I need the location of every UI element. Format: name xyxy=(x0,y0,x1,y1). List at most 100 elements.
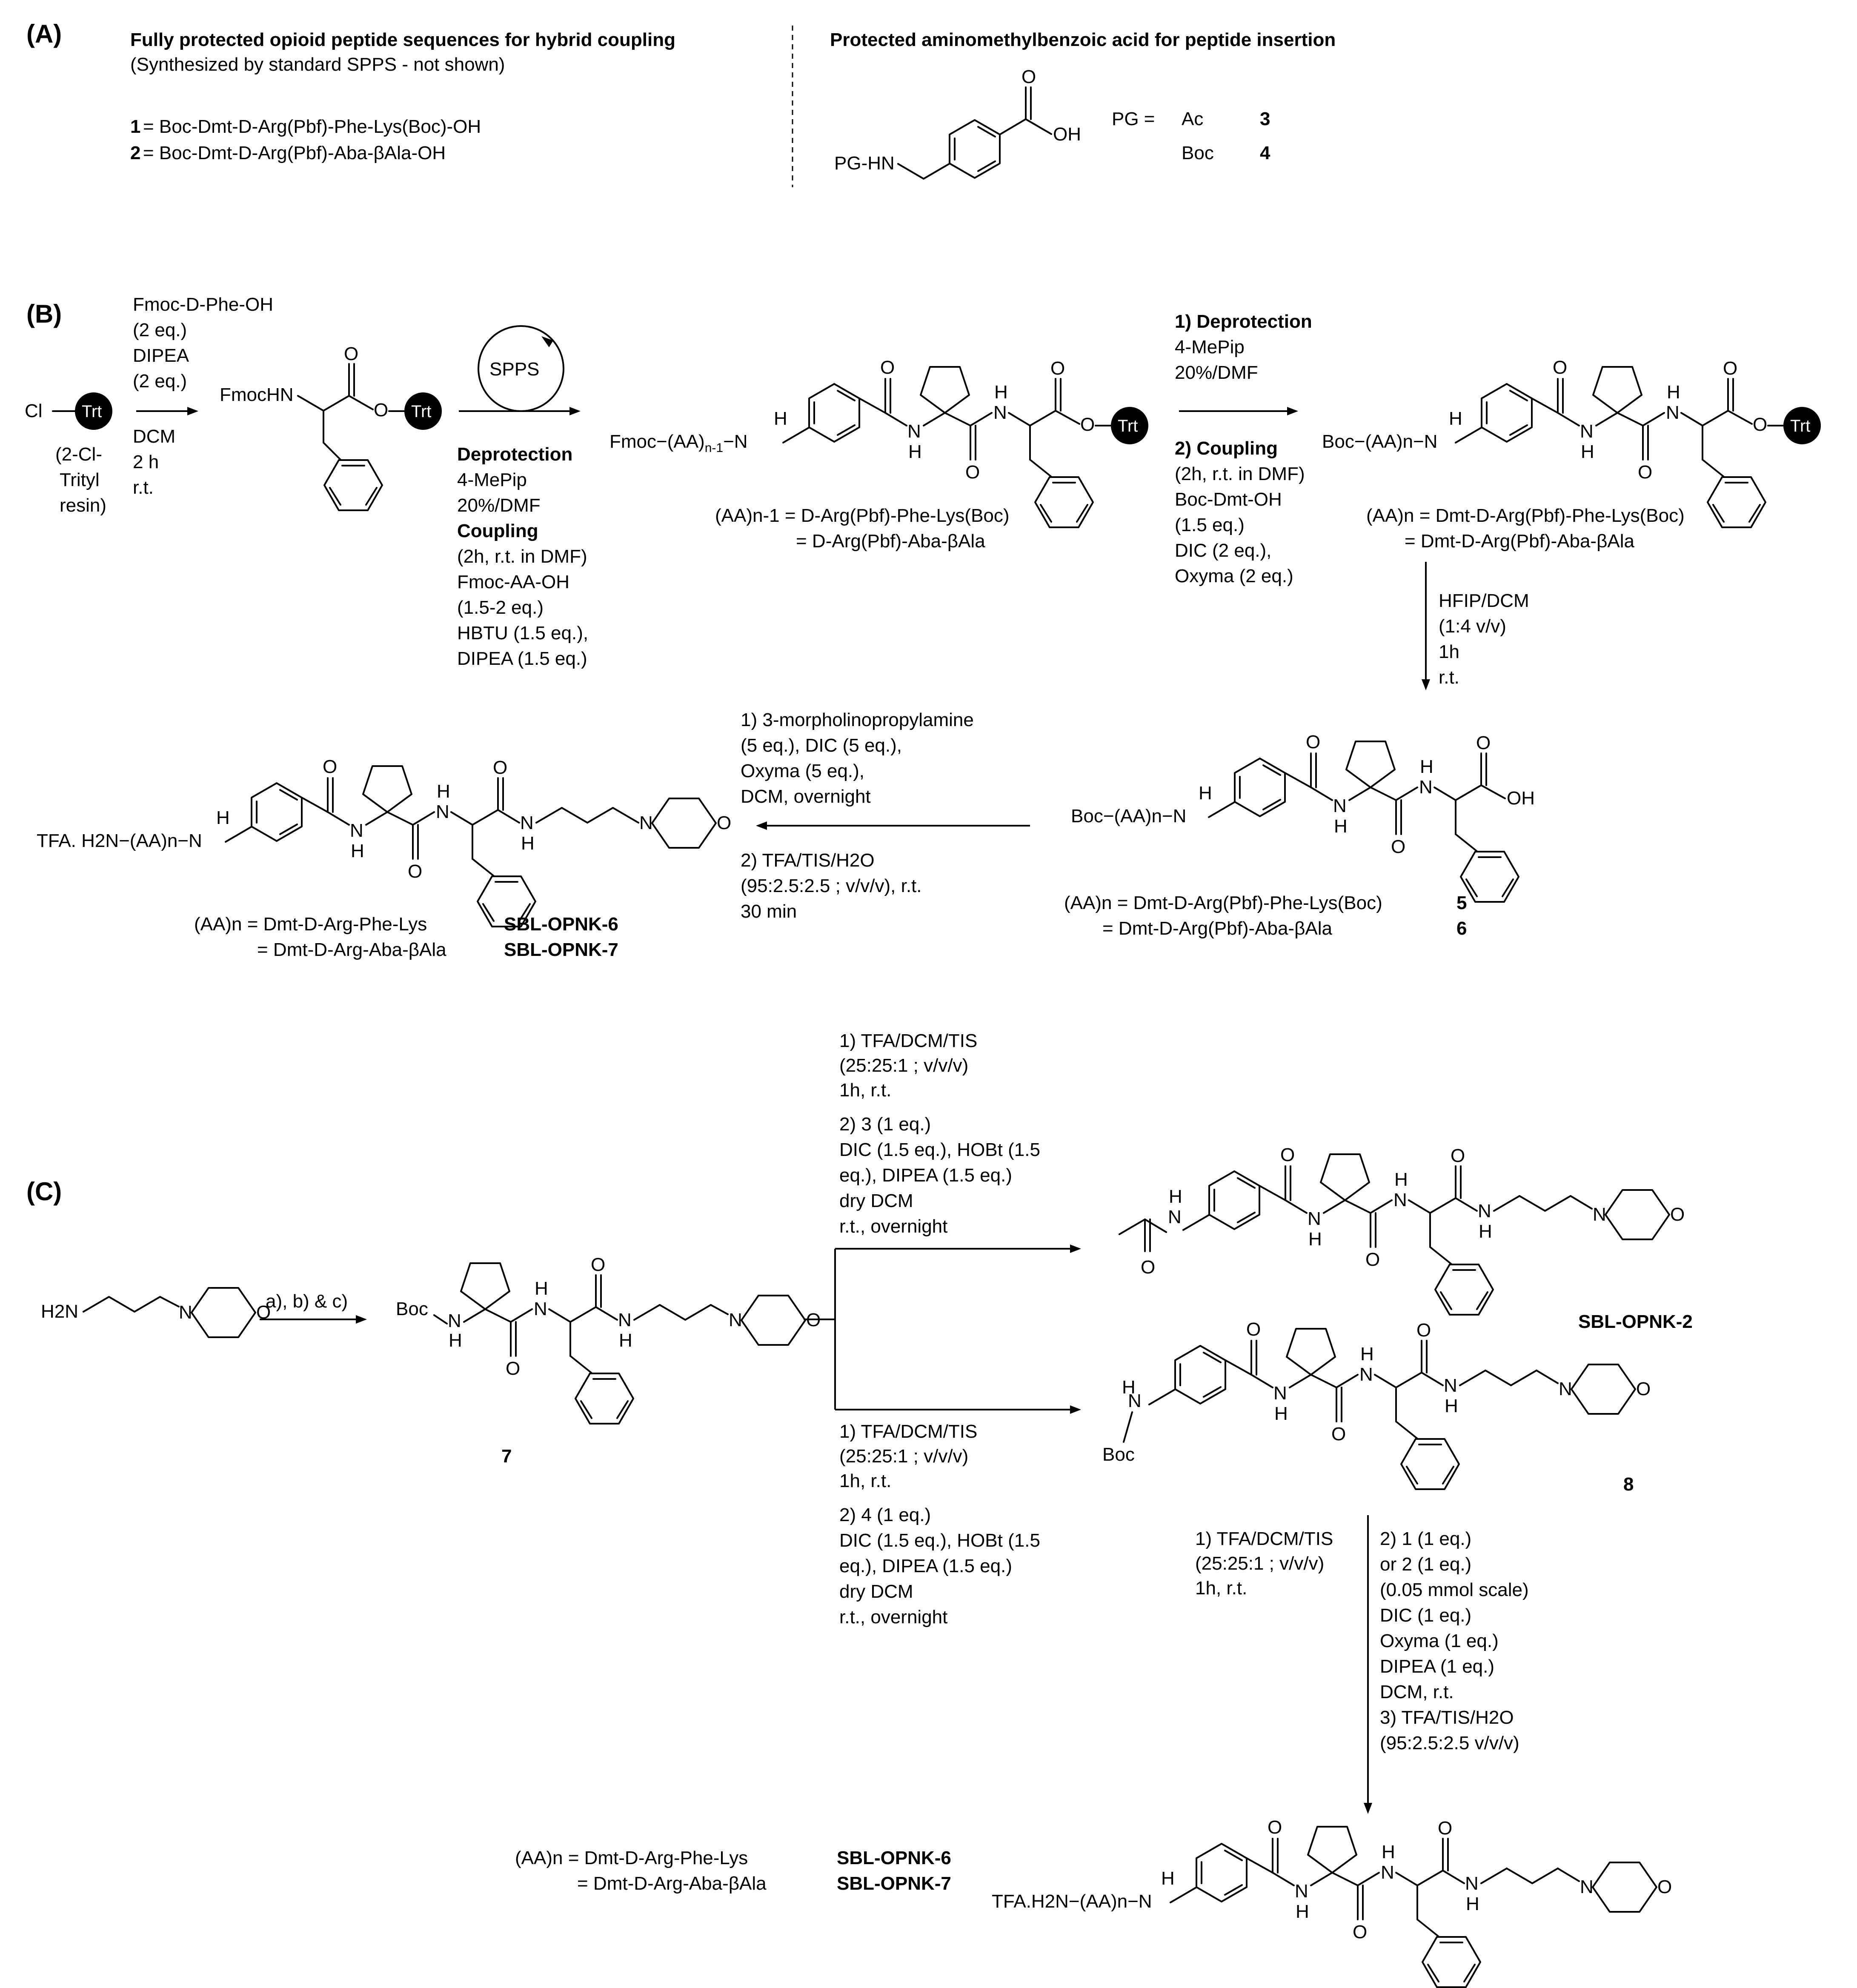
step3-coupling-3: (1.5 eq.) xyxy=(1175,515,1245,535)
final-down-arrow xyxy=(1364,1515,1372,1814)
pg-equals: PG = xyxy=(1112,109,1155,129)
svg-text:N: N xyxy=(639,812,653,833)
seq2-number: 2 xyxy=(130,143,140,163)
panel-a-label: (A) xyxy=(26,20,62,48)
seq1-text: = Boc-Dmt-D-Arg(Pbf)-Phe-Lys(Boc)-OH xyxy=(143,116,481,137)
upper-cond-2: (25:25:1 ; v/v/v) xyxy=(839,1055,968,1076)
cmpd8-boc: Boc xyxy=(1102,1444,1135,1465)
fmochn-label: FmocHN xyxy=(220,384,294,405)
resin-cl-label: Cl xyxy=(25,400,43,421)
down-right-4: DIC (1 eq.) xyxy=(1380,1605,1471,1626)
svg-text:O: O xyxy=(591,1254,605,1275)
svg-text:N: N xyxy=(729,1310,742,1330)
step5-cond-3: Oxyma (5 eq.), xyxy=(741,761,864,781)
svg-text:N: N xyxy=(520,812,534,833)
svg-text:Trt: Trt xyxy=(411,402,431,421)
upper-cond-8: r.t., overnight xyxy=(839,1216,947,1237)
svg-text:O: O xyxy=(1753,414,1767,435)
resin-name-3: resin) xyxy=(60,495,106,516)
down-right-7: DCM, r.t. xyxy=(1380,1682,1454,1702)
upper-cond-3: 1h, r.t. xyxy=(839,1080,891,1101)
step1-cond-2: 2 h xyxy=(133,452,159,472)
cmpd7-boc: Boc xyxy=(396,1299,428,1319)
fmoc-phe-resin-structure: FmocHN O O Trt xyxy=(220,343,442,511)
step5-cond-5: 2) TFA/TIS/H2O xyxy=(741,850,875,871)
svg-text:H: H xyxy=(449,1330,462,1351)
lower-cond-8: r.t., overnight xyxy=(839,1607,947,1628)
int1-def-1: (AA)n-1 = D-Arg(Pbf)-Phe-Lys(Boc) xyxy=(715,505,1010,526)
down-right-8: 3) TFA/TIS/H2O xyxy=(1380,1707,1514,1728)
panel-b-label: (B) xyxy=(26,300,62,328)
starting-amine-structure: H2N N O xyxy=(41,1287,271,1338)
svg-text:Trt: Trt xyxy=(1118,417,1138,435)
compound-7-number: 7 xyxy=(501,1446,512,1467)
final-b-name-1: SBL-OPNK-6 xyxy=(504,914,618,935)
step4-cond-3: 1h xyxy=(1439,641,1459,662)
lower-cond-7: dry DCM xyxy=(839,1581,913,1602)
down-left-1: 1) TFA/DCM/TIS xyxy=(1195,1528,1333,1549)
svg-text:O: O xyxy=(1451,1145,1465,1166)
svg-text:Trt: Trt xyxy=(1790,417,1810,435)
step3-coupling-5: Oxyma (2 eq.) xyxy=(1175,566,1293,586)
svg-text:H: H xyxy=(1449,408,1462,429)
step2-coupling-title: Coupling xyxy=(457,521,538,541)
svg-text:H: H xyxy=(1479,1221,1492,1242)
svg-text:N: N xyxy=(1478,1201,1491,1221)
int1-def-2: = D-Arg(Pbf)-Aba-βAla xyxy=(796,531,985,552)
svg-text:N: N xyxy=(1128,1390,1142,1411)
lower-cond-5: DIC (1.5 eq.), HOBt (1.5 xyxy=(839,1530,1040,1551)
final-c-prefix: TFA.H2N−(AA)n−N xyxy=(992,1891,1152,1912)
acid-5-6-structure: Boc−(AA)n−N H O OH xyxy=(1071,732,1535,902)
panel-a-right-title: Protected aminomethylbenzoic acid for pe… xyxy=(830,29,1336,50)
svg-text:OH: OH xyxy=(1507,788,1535,809)
svg-text:O: O xyxy=(717,812,731,833)
svg-text:O: O xyxy=(374,400,388,420)
svg-text:N: N xyxy=(448,1310,461,1331)
upper-cond-1: 1) TFA/DCM/TIS xyxy=(839,1030,977,1051)
step2-coupling-5: DIPEA (1.5 eq.) xyxy=(457,648,587,669)
trt-resin-bead xyxy=(75,392,112,430)
step5-arrow xyxy=(756,821,1030,830)
acid-o-label: O xyxy=(1021,66,1036,87)
resin-name-1: (2-Cl- xyxy=(55,444,102,465)
final-product-c-structure: TFA.H2N−(AA)n−N H O N H N O xyxy=(992,1817,1672,1987)
svg-text:O: O xyxy=(1080,414,1095,435)
down-right-5: Oxyma (1 eq.) xyxy=(1380,1630,1499,1651)
svg-text:H: H xyxy=(1169,1186,1182,1207)
svg-text:N: N xyxy=(534,1299,547,1319)
down-right-6: DIPEA (1 eq.) xyxy=(1380,1656,1494,1677)
pg-ac: Ac xyxy=(1182,109,1203,129)
step2-arrow xyxy=(459,407,581,415)
intermediate-1-structure: Fmoc−(AA)n-1−N H O O Trt xyxy=(609,357,1148,527)
svg-text:N: N xyxy=(179,1302,192,1323)
acid-number-6: 6 xyxy=(1456,918,1467,939)
final-b-name-2: SBL-OPNK-7 xyxy=(504,939,618,960)
down-right-2: or 2 (1 eq.) xyxy=(1380,1554,1471,1575)
step4-arrow xyxy=(1422,562,1430,690)
int2-prefix: Boc−(AA)n−N xyxy=(1322,431,1437,452)
final-b-def-1: (AA)n = Dmt-D-Arg-Phe-Lys xyxy=(194,914,427,935)
final-c-def-2: = Dmt-D-Arg-Aba-βAla xyxy=(577,1873,767,1894)
svg-text:O: O xyxy=(344,343,358,364)
spps-cycle: SPPS xyxy=(478,325,564,412)
svg-text:O: O xyxy=(1723,358,1737,379)
int2-def-2: = Dmt-D-Arg(Pbf)-Aba-βAla xyxy=(1405,531,1634,552)
step2-deprot-1: 4-MePip xyxy=(457,469,527,490)
pg-boc-number: 4 xyxy=(1260,143,1270,163)
step3-coupling-4: DIC (2 eq.), xyxy=(1175,540,1271,561)
final-c-def-1: (AA)n = Dmt-D-Arg-Phe-Lys xyxy=(515,1848,748,1868)
lower-cond-1: 1) TFA/DCM/TIS xyxy=(839,1421,977,1442)
svg-text:H: H xyxy=(1199,783,1212,804)
final-c-name-2: SBL-OPNK-7 xyxy=(837,1873,951,1894)
int1-h: H xyxy=(774,408,787,429)
down-left-3: 1h, r.t. xyxy=(1195,1578,1247,1599)
svg-text:H: H xyxy=(1161,1868,1175,1889)
svg-text:O: O xyxy=(1657,1876,1672,1897)
step3-coupling-2: Boc-Dmt-OH xyxy=(1175,489,1282,510)
svg-text:H: H xyxy=(216,807,230,828)
spps-label: SPPS xyxy=(489,359,539,380)
svg-text:H: H xyxy=(619,1330,632,1351)
step4-cond-4: r.t. xyxy=(1439,667,1459,688)
down-left-2: (25:25:1 ; v/v/v) xyxy=(1195,1553,1324,1574)
